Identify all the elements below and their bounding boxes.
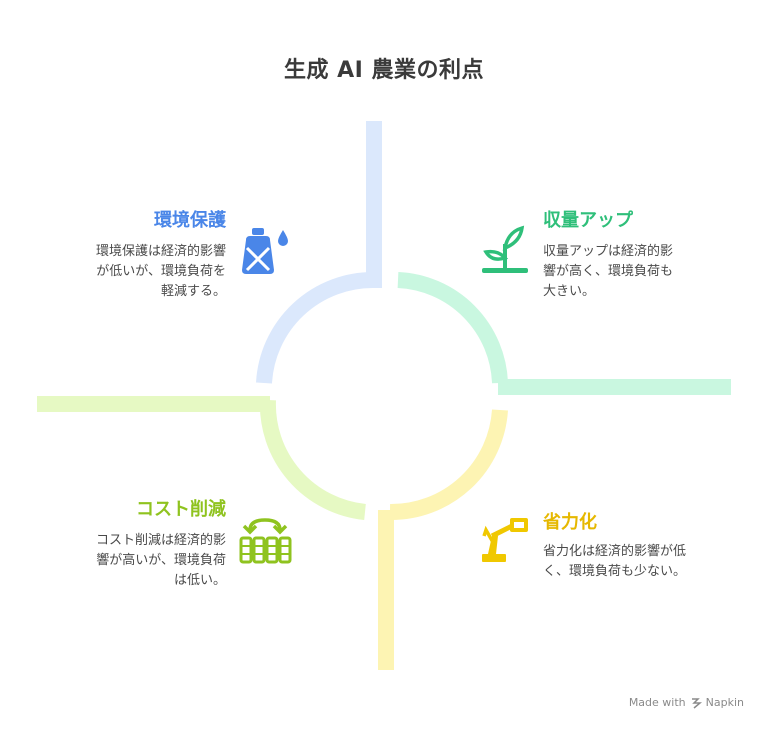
quadrant-shape-top-left	[256, 121, 382, 384]
desc-line: 大きい。	[543, 284, 596, 299]
desc-line: 響が高く、環境負荷も	[543, 264, 674, 279]
quadrant-shape-bottom-left	[37, 396, 366, 520]
heading-top-right: 収量アップ	[543, 210, 633, 231]
desc-line: 環境保護は経済的影響	[95, 244, 226, 259]
heading-top-left: 環境保護	[154, 210, 226, 231]
robot-arm-icon	[482, 518, 528, 562]
desc-line: が低いが、環境負荷を	[96, 264, 226, 279]
sprout-icon	[482, 225, 528, 273]
desc-bottom-left: コスト削減は経済的影 響が高いが、環境負荷 は低い。	[50, 531, 226, 591]
desc-line: 響が高いが、環境負荷	[96, 553, 226, 568]
desc-line: 省力化は経済的影響が低	[543, 544, 687, 559]
heading-bottom-right: 省力化	[543, 512, 597, 533]
water-bottle-icon	[242, 228, 288, 274]
quadrant-shape-bottom-right	[378, 409, 508, 670]
napkin-logo-icon	[691, 697, 702, 709]
page-title: 生成 AI 農業の利点	[283, 58, 485, 83]
footer-credit: Made with Napkin	[629, 696, 744, 709]
quadrant-shape-top-right	[397, 272, 731, 395]
footer-brand: Napkin	[705, 696, 744, 709]
desc-top-right: 収量アップは経済的影 響が高く、環境負荷も 大きい。	[543, 242, 723, 302]
desc-line: は低い。	[173, 573, 226, 588]
desc-line: 軽減する。	[160, 284, 226, 299]
desc-line: コスト削減は経済的影	[95, 533, 226, 548]
heading-bottom-left: コスト削減	[136, 499, 226, 520]
exchange-coins-icon	[239, 518, 292, 564]
desc-line: 収量アップは経済的影	[543, 244, 674, 259]
desc-line: く、環境負荷も少ない。	[543, 564, 687, 579]
desc-top-left: 環境保護は経済的影響 が低いが、環境負荷を 軽減する。	[50, 242, 226, 302]
desc-bottom-right: 省力化は経済的影響が低 く、環境負荷も少ない。	[543, 542, 733, 582]
footer-text: Made with	[628, 696, 686, 709]
